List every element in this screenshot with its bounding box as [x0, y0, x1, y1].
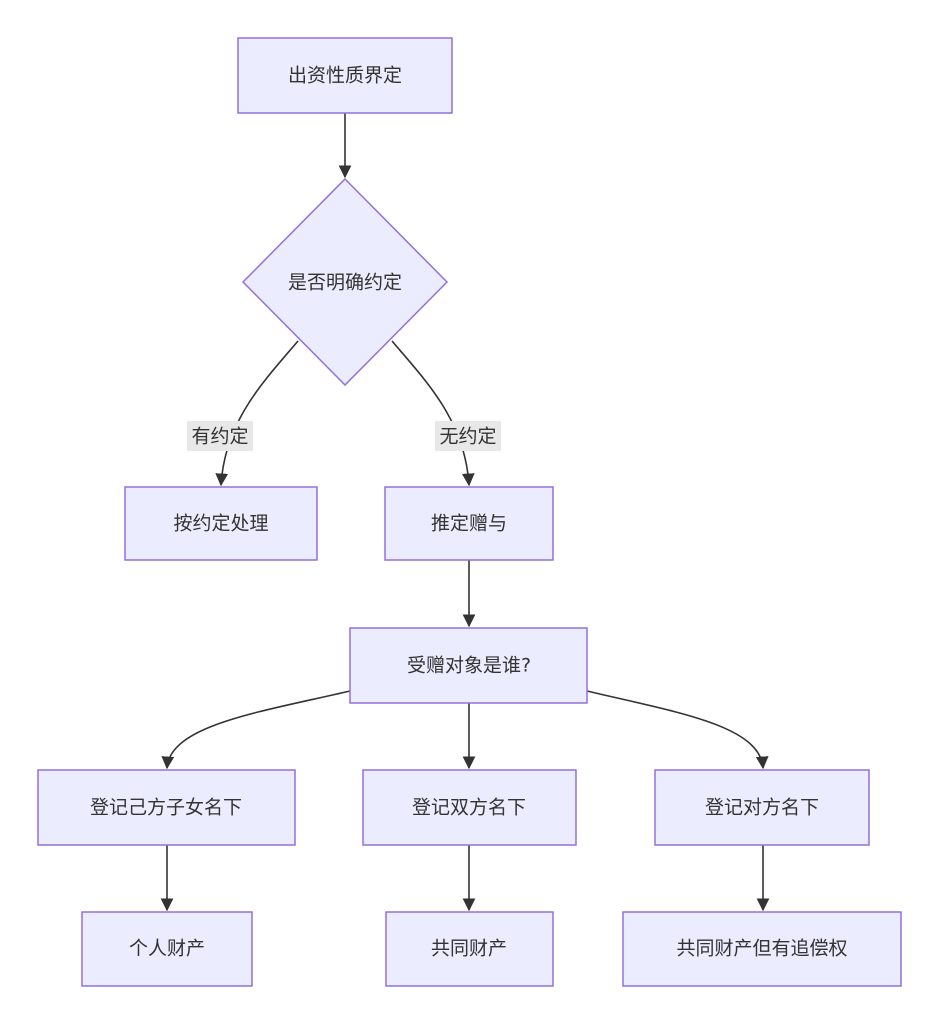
node-start: 出资性质界定 — [237, 37, 453, 114]
node-other: 登记对方名下 — [654, 769, 870, 846]
node-start-label: 出资性质界定 — [288, 65, 402, 87]
node-both: 登记双方名下 — [362, 769, 577, 846]
node-own-child: 登记己方子女名下 — [37, 769, 296, 846]
node-joint-claim-label: 共同财产但有追偿权 — [676, 938, 847, 960]
edge-decision-to-presumed-gift — [391, 340, 475, 487]
node-presumed-gift: 推定赠与 — [384, 486, 554, 561]
edge-recipient-to-own-child — [161, 690, 351, 770]
node-agreed: 按约定处理 — [124, 486, 318, 561]
edge-recipient-to-other — [586, 690, 769, 770]
node-joint: 共同财产 — [385, 911, 554, 987]
node-presumed-gift-label: 推定赠与 — [431, 513, 507, 535]
node-decision-label: 是否明确约定 — [288, 272, 402, 294]
edge-label-no-agreement: 无约定 — [435, 421, 501, 451]
node-joint-claim: 共同财产但有追偿权 — [622, 911, 902, 987]
edge-label-has-agreement: 有约定 — [187, 421, 253, 451]
edge-label-no-agreement-text: 无约定 — [439, 426, 496, 448]
node-both-label: 登记双方名下 — [412, 797, 526, 819]
edge-label-has-agreement-text: 有约定 — [191, 426, 248, 448]
node-personal-label: 个人财产 — [129, 938, 205, 960]
edge-decision-to-agreed — [215, 340, 299, 487]
node-joint-label: 共同财产 — [431, 938, 507, 960]
edges — [160, 113, 770, 912]
node-own-child-label: 登记己方子女名下 — [90, 797, 242, 819]
node-recipient-label: 受赠对象是谁? — [407, 655, 531, 677]
node-personal: 个人财产 — [81, 911, 253, 987]
node-other-label: 登记对方名下 — [705, 797, 819, 819]
node-agreed-label: 按约定处理 — [173, 513, 268, 535]
node-recipient: 受赠对象是谁? — [349, 627, 588, 704]
node-decision: 是否明确约定 — [241, 177, 449, 387]
